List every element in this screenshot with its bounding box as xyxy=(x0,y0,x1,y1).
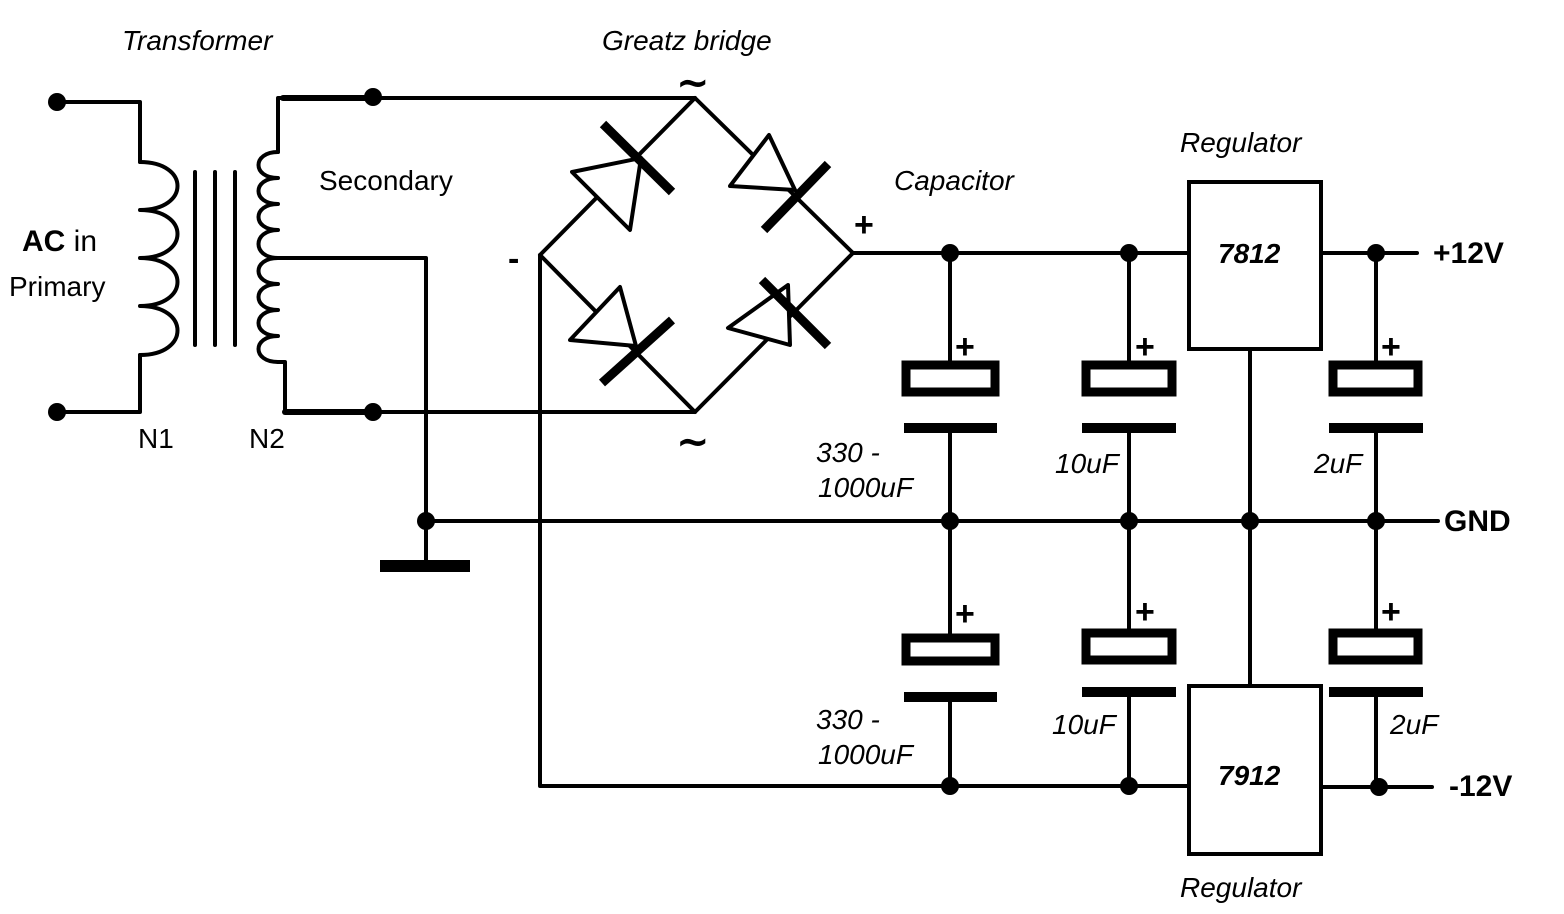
n2-label: N2 xyxy=(249,423,285,454)
diode-upper-left xyxy=(570,120,676,232)
bridge-outline xyxy=(538,96,855,414)
ac-in-label: AC in xyxy=(22,225,97,258)
bridge-rectifier xyxy=(538,96,855,414)
regulator-7912-label: 7912 xyxy=(1218,760,1281,791)
secondary-label: Secondary xyxy=(319,165,453,196)
transformer-label: Transformer xyxy=(122,25,274,56)
node-gnd-reg xyxy=(1241,512,1259,530)
cap3-value: 10uF xyxy=(1055,448,1121,479)
transformer xyxy=(48,93,287,421)
cap2-value-line1: 330 - xyxy=(816,704,880,735)
center-tap-wire xyxy=(276,256,428,523)
regulator-7812-box xyxy=(1187,180,1323,351)
node-pos-out xyxy=(1367,244,1385,262)
cap1-value-line1: 330 - xyxy=(816,437,880,468)
neg-12v-label: -12V xyxy=(1449,770,1512,803)
pos-12v-label: +12V xyxy=(1433,237,1504,270)
gnd-label: GND xyxy=(1444,505,1511,538)
cap1-plus: + xyxy=(955,328,975,366)
ac-symbol-bottom: ~ xyxy=(676,419,710,465)
diode-upper-right xyxy=(728,133,832,234)
regulator-7812-label: 7812 xyxy=(1218,238,1281,269)
bridge-plus-label: + xyxy=(854,206,874,244)
cap4-value: 10uF xyxy=(1052,709,1118,740)
node-neg-cap4 xyxy=(1120,777,1138,795)
cap2-plus: + xyxy=(955,595,975,633)
cap1-pos-plate xyxy=(901,360,1000,397)
primary-label: Primary xyxy=(9,271,105,302)
ac-symbol-top: ~ xyxy=(676,60,710,106)
diode-lower-left xyxy=(568,285,676,387)
secondary-coil-upper xyxy=(256,150,280,260)
cap5-plus: + xyxy=(1381,328,1401,366)
bridge-minus-label: - xyxy=(508,240,519,278)
node-neg-out xyxy=(1370,778,1388,796)
cap6-plus: + xyxy=(1381,593,1401,631)
cap2-value-line2: 1000uF xyxy=(818,739,915,770)
cap3-pos-plate xyxy=(1081,360,1177,397)
primary-coil xyxy=(138,160,180,357)
primary-lead-bottom xyxy=(55,353,142,414)
bridge-label: Greatz bridge xyxy=(602,25,772,56)
cap6-value: 2uF xyxy=(1389,709,1440,740)
secondary-lead-top xyxy=(276,96,285,154)
node-pos-cap3 xyxy=(1120,244,1138,262)
cap1-value-line2: 1000uF xyxy=(818,472,915,503)
secondary-coil-lower xyxy=(256,256,280,364)
cap4-plus: + xyxy=(1135,593,1155,631)
secondary-lead-bottom xyxy=(276,360,287,414)
regulator-bottom-label: Regulator xyxy=(1180,872,1303,903)
node-gnd-cap3 xyxy=(1120,512,1138,530)
cap2-pos-plate xyxy=(901,633,1000,666)
in-label: in xyxy=(65,225,97,258)
cap6-pos-plate xyxy=(1328,628,1423,665)
diode-lower-right xyxy=(726,276,832,350)
ac-label: AC xyxy=(22,225,65,258)
regulator-top-label: Regulator xyxy=(1180,127,1303,158)
node-pos-cap1 xyxy=(941,244,959,262)
regulator-7912-box xyxy=(1187,684,1323,856)
capacitor-label: Capacitor xyxy=(894,165,1016,196)
cap5-pos-plate xyxy=(1328,360,1423,397)
negative-rail xyxy=(538,253,1190,788)
node-gnd-cap1 xyxy=(941,512,959,530)
node-neg-cap2 xyxy=(941,777,959,795)
node-gnd-out xyxy=(1367,512,1385,530)
cap5-value: 2uF xyxy=(1313,448,1364,479)
cap3-plus: + xyxy=(1135,328,1155,366)
n1-label: N1 xyxy=(138,423,174,454)
primary-lead-top xyxy=(55,100,142,164)
cap4-pos-plate xyxy=(1081,628,1177,665)
